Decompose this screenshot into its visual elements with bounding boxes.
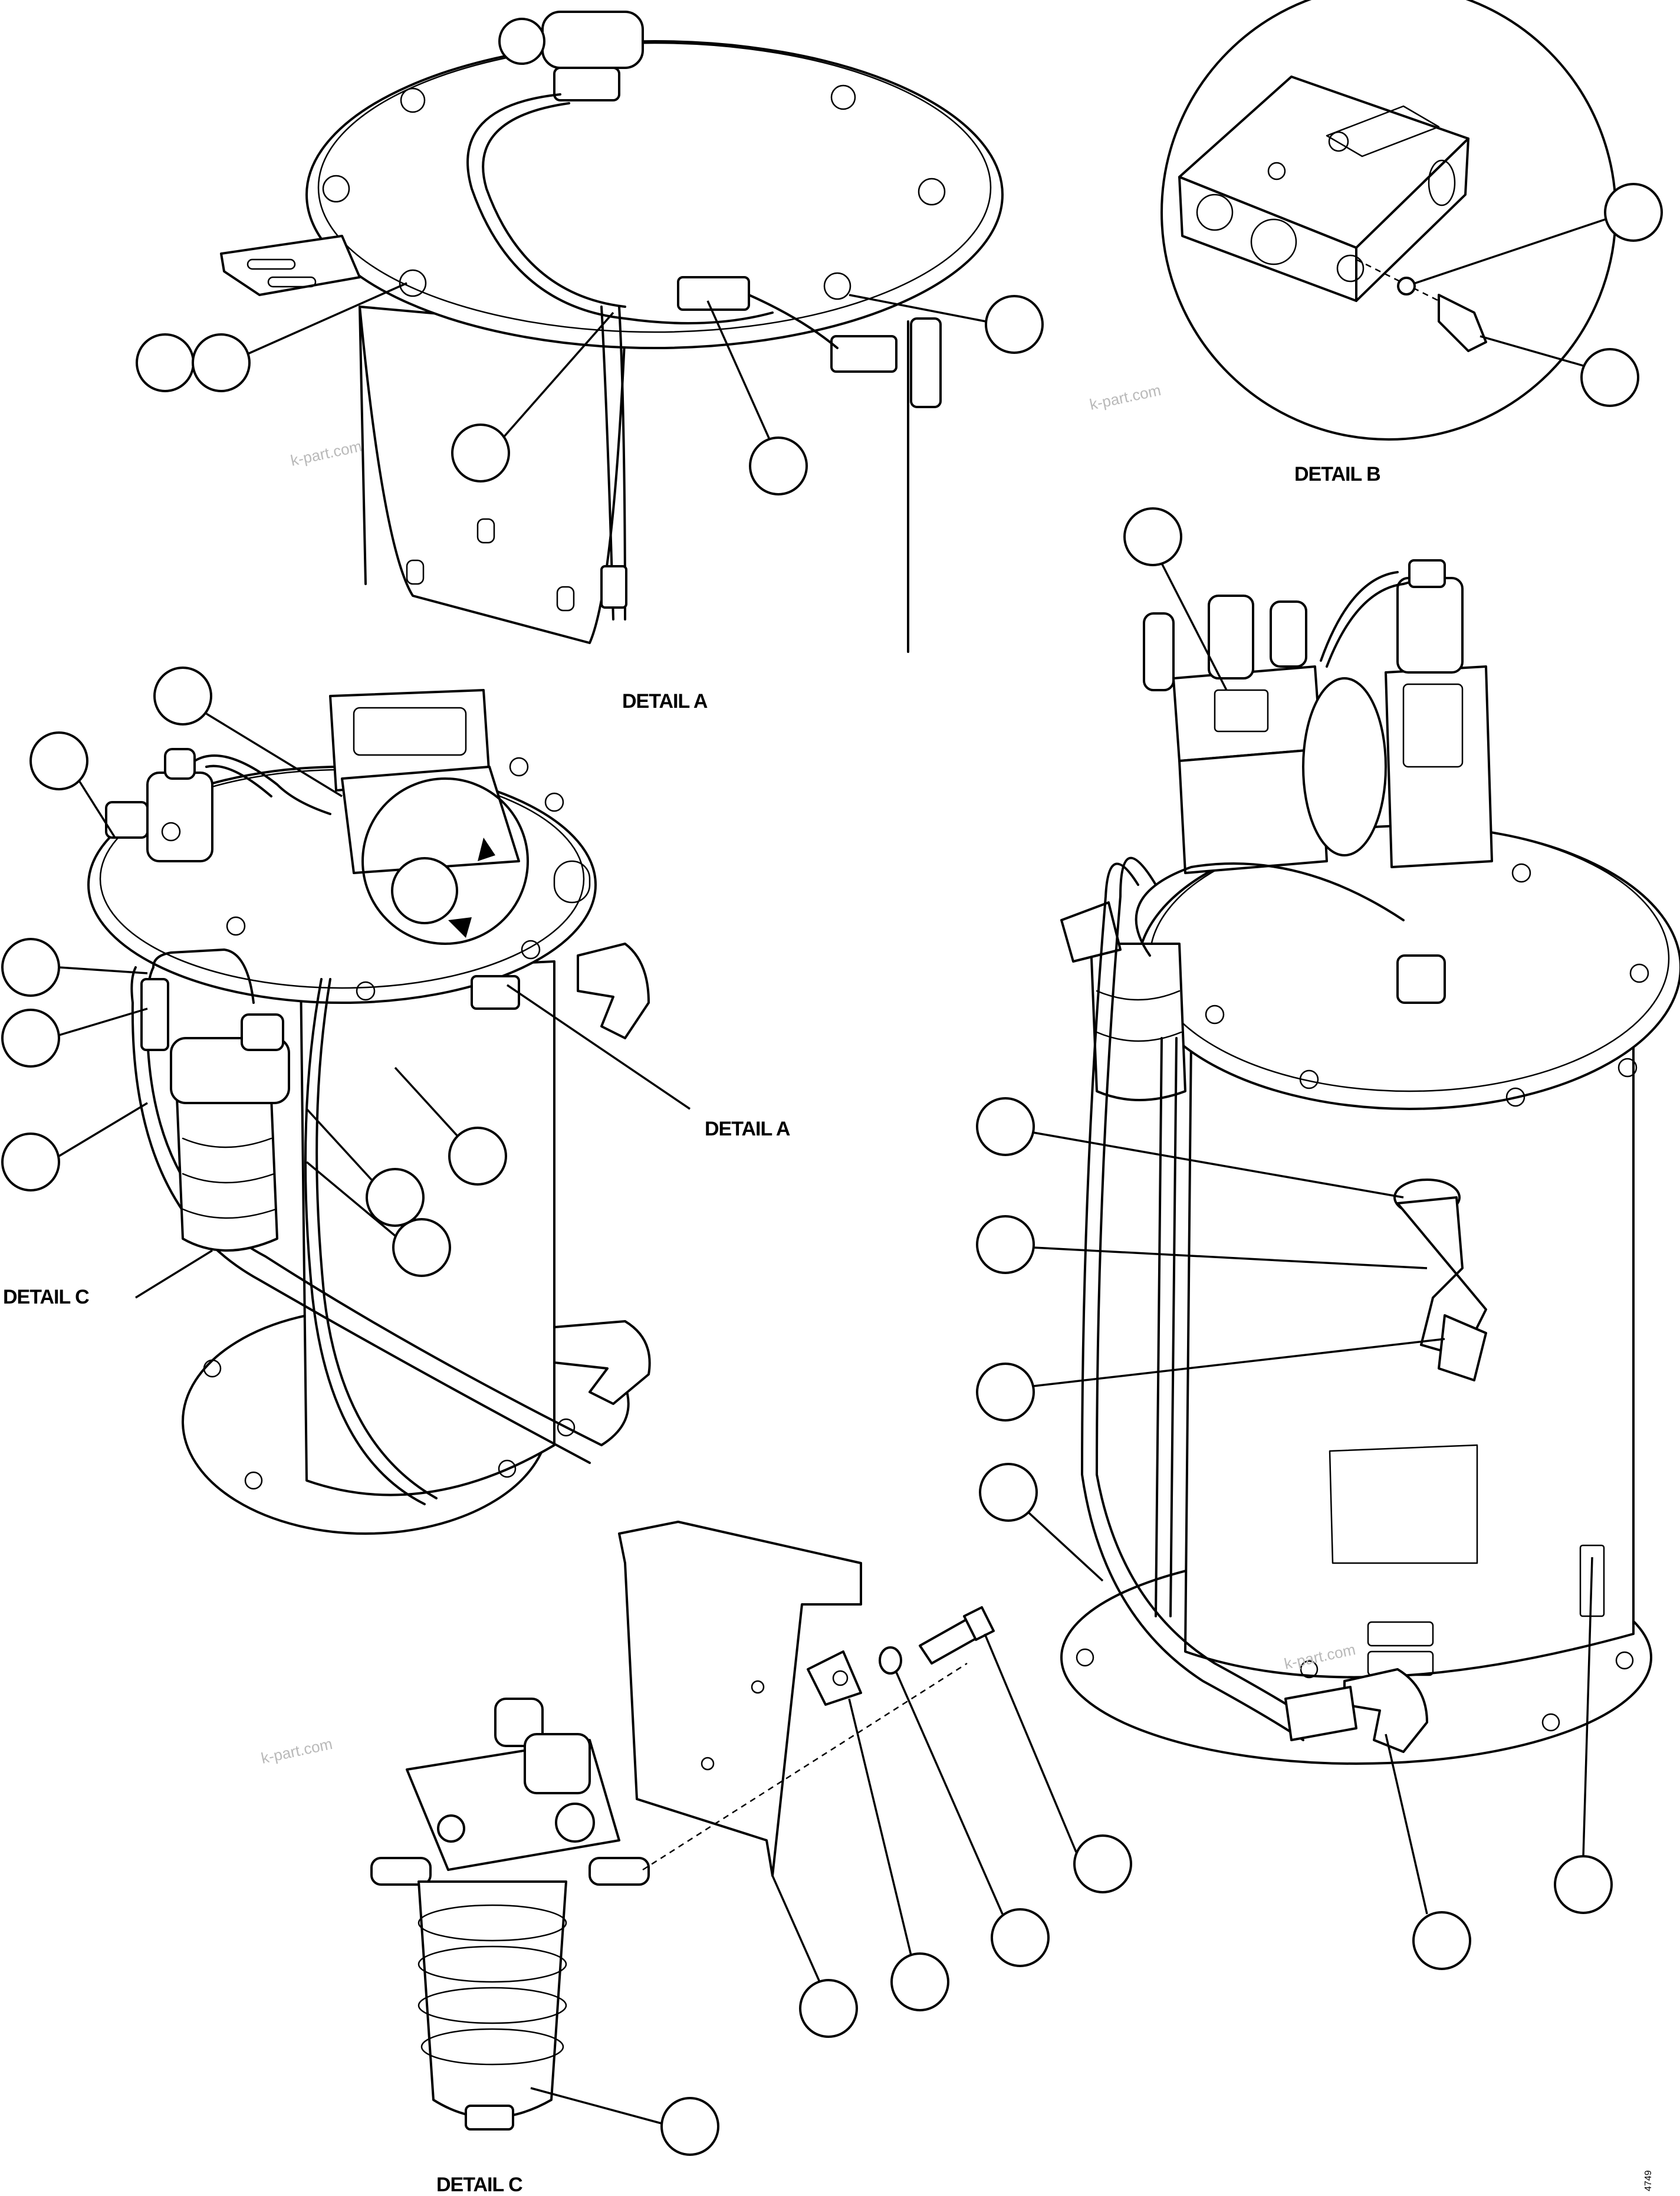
right-tank-assembly [976, 507, 1680, 1970]
detail-c-title: DETAIL C [436, 2174, 522, 2196]
watermark-2: k-part.com [1088, 381, 1162, 413]
detail-b-view: DETAIL B [1160, 0, 1663, 485]
detail-b-title: DETAIL B [1294, 463, 1380, 485]
watermark-1: k-part.com [289, 437, 363, 470]
watermark-3: k-part.com [259, 1735, 334, 1767]
detail-a-title: DETAIL A [622, 690, 708, 713]
detail-c-view: DETAIL C [370, 1521, 1132, 2196]
detail-a-callout: DETAIL A [705, 1118, 790, 1140]
drawing-code: 4749 [1643, 2170, 1653, 2191]
left-tank-assembly: DETAIL A DETAIL C [1, 667, 791, 1535]
detail-a-view: DETAIL A [136, 11, 1044, 713]
detail-c-callout: DETAIL C [3, 1286, 89, 1308]
